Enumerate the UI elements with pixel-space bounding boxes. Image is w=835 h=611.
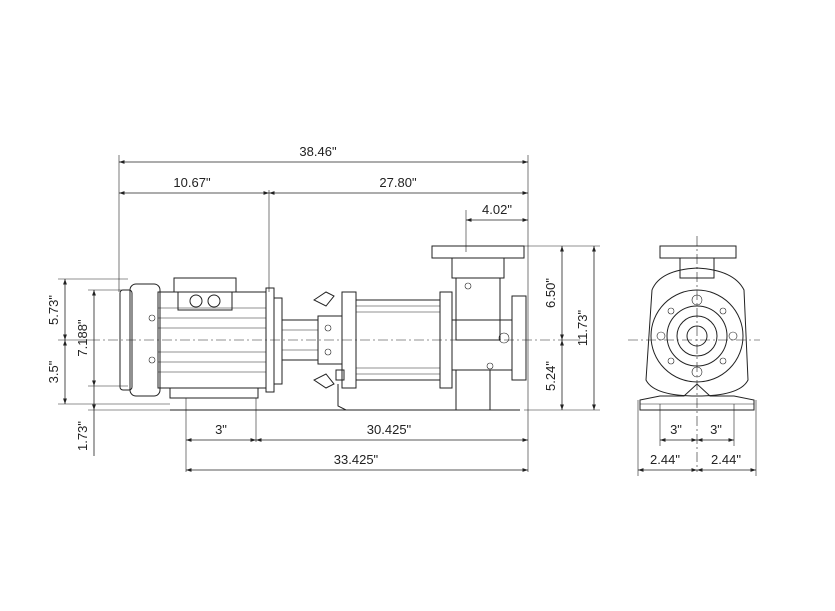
dim-end-base-right: 2.44" [711, 452, 741, 467]
coupling-housing [273, 291, 360, 411]
side-view [90, 245, 560, 411]
dim-pump-foot-to-end: 30.425" [367, 422, 412, 437]
dim-end-foot-right: 3" [710, 422, 722, 437]
end-dimensions [637, 400, 757, 476]
motor [119, 277, 275, 399]
pump-stages [356, 291, 453, 389]
dim-overall-length: 38.46" [299, 144, 337, 159]
pump-head [431, 245, 527, 411]
dim-pump-length: 27.80" [379, 175, 417, 190]
dim-foot-to-end-total: 33.425" [334, 452, 379, 467]
dim-shaft-height: 3.5" [46, 360, 61, 383]
dim-motor-height: 7.188" [75, 319, 90, 357]
side-dimensions [58, 155, 600, 472]
terminal-box [173, 277, 237, 311]
dim-motor-length: 10.67" [173, 175, 211, 190]
dim-motor-upper-height: 5.73" [46, 295, 61, 325]
dim-upper-flange-height: 6.50" [543, 278, 558, 308]
dim-flange-offset: 4.02" [482, 202, 512, 217]
dim-end-base-left: 2.44" [650, 452, 680, 467]
dim-total-height: 11.73" [575, 310, 590, 347]
dim-lower-flange-height: 5.24" [543, 361, 558, 391]
dim-foot-spacing: 3" [215, 422, 227, 437]
end-view [628, 236, 760, 472]
dim-end-foot-left: 3" [670, 422, 682, 437]
dim-base-drop: 1.73" [75, 421, 90, 451]
